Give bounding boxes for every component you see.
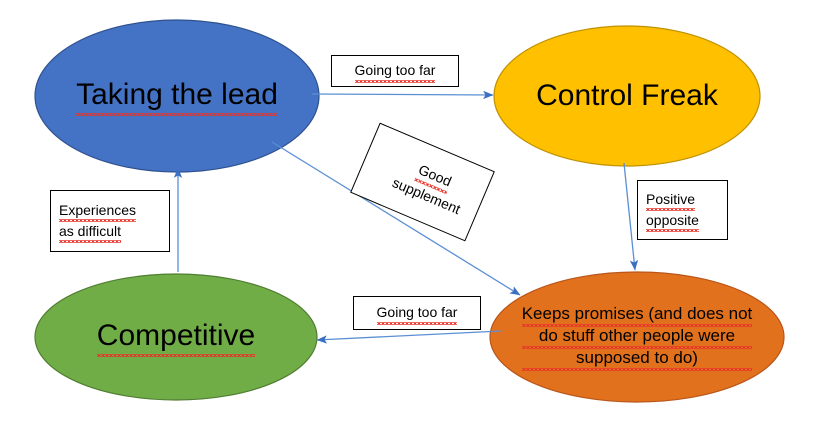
edge-lead-to-keeps-promises[interactable] [271, 141, 521, 296]
edge-label-text: as difficult [59, 221, 121, 244]
edge-label-text: Going too far [376, 302, 457, 325]
edge-control-freak-to-keeps-promises[interactable] [623, 162, 639, 271]
edge-label-experiences-as-difficult[interactable]: Experiences as difficult [50, 190, 170, 252]
edge-keeps-promises-to-competitive[interactable] [316, 330, 502, 344]
edge-label-going-too-far-bottom[interactable]: Going too far [353, 296, 481, 330]
edge-label-text: Going too far [354, 60, 435, 83]
edge-label-text: opposite [646, 210, 699, 233]
edge-label-text: Experiences [59, 200, 137, 223]
edge-label-text: Positive [646, 189, 696, 212]
edge-label-going-too-far-top[interactable]: Going too far [331, 55, 459, 87]
node-shape-control-freak[interactable] [493, 25, 761, 167]
edge-label-positive-opposite[interactable]: Positive opposite [637, 180, 728, 240]
edge-lead-to-control-freak[interactable] [311, 90, 494, 100]
